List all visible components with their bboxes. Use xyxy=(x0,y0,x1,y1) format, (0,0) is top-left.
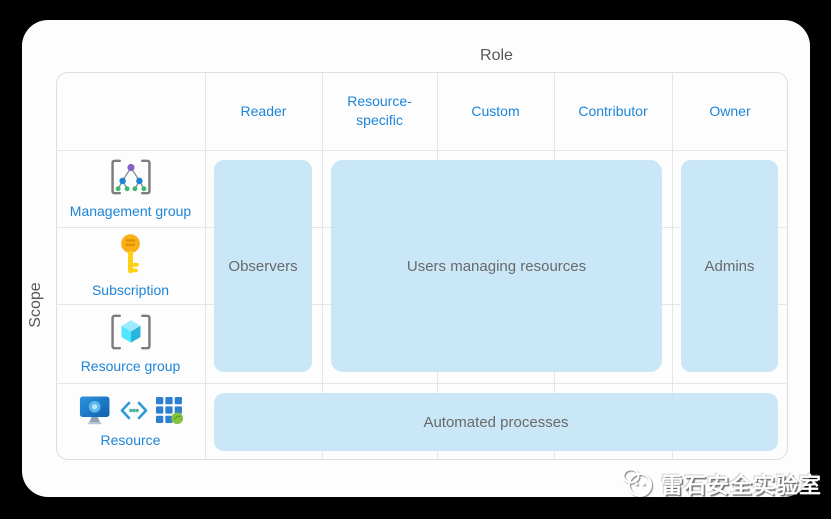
watermark-logo-icon xyxy=(620,465,654,504)
column-header-owner: Owner xyxy=(709,102,751,119)
grid-line-horizontal xyxy=(56,383,788,384)
row-header-label: Resource group xyxy=(80,358,181,374)
row-header-label: Management group xyxy=(69,203,192,219)
subscription-key-icon xyxy=(117,233,144,278)
grid-line-horizontal xyxy=(56,150,788,151)
row-header-subscription: Subscription xyxy=(56,227,205,304)
row-header-resource-group: Resource group xyxy=(56,304,205,383)
row-header-resource: Resource xyxy=(56,383,205,460)
block-admins: Admins xyxy=(681,160,778,372)
grid-line-vertical xyxy=(672,72,673,460)
code-icon xyxy=(119,400,149,424)
row-header-label: Subscription xyxy=(91,282,170,298)
column-header-reader: Reader xyxy=(240,102,287,119)
watermark-text: 雷石安全实验室 xyxy=(661,473,823,498)
block-users-managing-resources: Users managing resources xyxy=(331,160,662,372)
row-header-management-group: Management group xyxy=(56,150,205,227)
column-header-custom: Custom xyxy=(471,102,520,119)
management-group-icon xyxy=(108,158,154,199)
resource-group-icon xyxy=(108,313,154,354)
column-header-resource-specific: Resource-specific xyxy=(347,93,412,128)
app-grid-icon xyxy=(155,396,183,427)
role-axis-label: Role xyxy=(480,47,513,64)
watermark: 雷石安全实验室 xyxy=(620,464,822,504)
block-automated-processes: Automated processes xyxy=(214,393,778,451)
column-header-contributor: Contributor xyxy=(578,102,648,119)
grid-line-vertical xyxy=(205,72,206,460)
scope-axis-label: Scope xyxy=(27,282,44,328)
resource-icons xyxy=(79,396,183,428)
block-observers: Observers xyxy=(214,160,312,372)
grid-frame xyxy=(56,72,788,460)
grid-line-vertical xyxy=(322,72,323,460)
vm-monitor-icon xyxy=(79,396,112,428)
row-header-label: Resource xyxy=(100,431,161,448)
